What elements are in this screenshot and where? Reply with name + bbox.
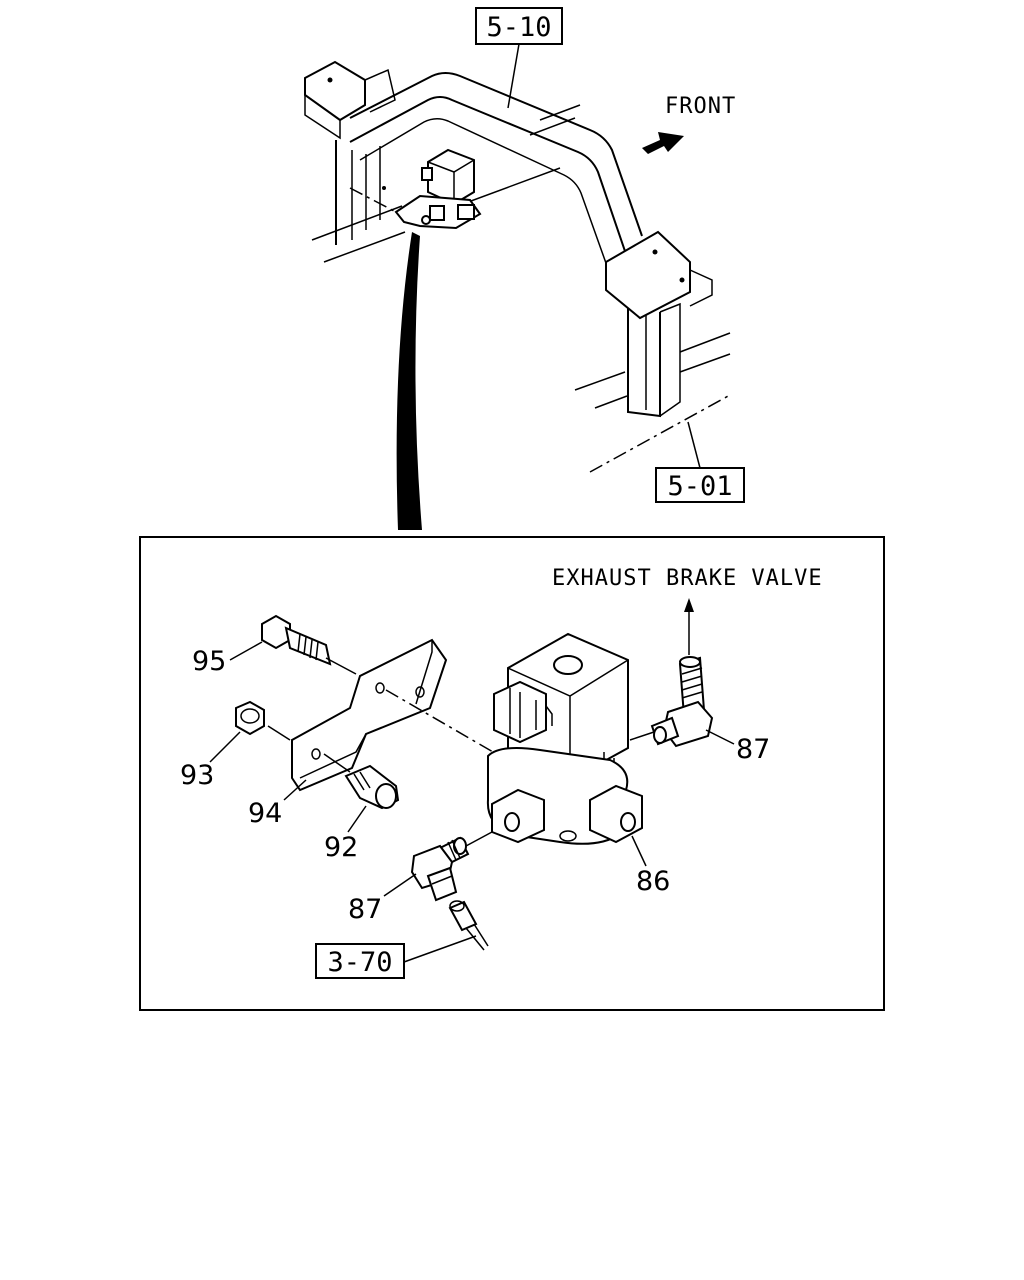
ref-5-10[interactable]: 5-10 — [475, 7, 563, 109]
exhaust-brake-valve-label: EXHAUST BRAKE VALVE — [552, 566, 823, 591]
ref-5-01[interactable]: 5-01 — [655, 421, 745, 503]
part-93-label: 93 — [180, 760, 214, 791]
frame-overview — [304, 60, 731, 530]
ref-5-10-label: 5-10 — [486, 12, 551, 43]
bracket-94[interactable]: 94 — [248, 638, 501, 829]
fitting-87-right[interactable]: 87 — [650, 656, 770, 765]
detail-leader — [396, 232, 422, 530]
bolt-95[interactable]: 95 — [192, 614, 357, 677]
part-92-label: 92 — [324, 832, 358, 863]
part-87-right-label: 87 — [736, 734, 770, 765]
detail-box — [139, 536, 885, 1011]
bolt-92[interactable]: 92 — [323, 753, 400, 863]
part-94-label: 94 — [248, 798, 282, 829]
part-95-label: 95 — [192, 646, 226, 677]
part-86-label: 86 — [636, 866, 670, 897]
exhaust-brake-valve[interactable] — [486, 632, 661, 845]
front-indicator: FRONT — [642, 94, 736, 154]
part-87-left-label: 87 — [348, 894, 382, 925]
ref-3-70[interactable]: 3-70 — [315, 935, 477, 979]
valve-thumbnail — [349, 148, 482, 230]
front-arrow-icon — [642, 132, 684, 154]
pipe-end — [448, 900, 489, 951]
up-arrow-icon — [684, 598, 694, 612]
ref-5-01-label: 5-01 — [667, 471, 732, 502]
front-label: FRONT — [665, 94, 736, 119]
nut-93[interactable]: 93 — [180, 700, 291, 791]
fitting-87-left[interactable]: 87 — [348, 831, 493, 925]
ref-3-70-label: 3-70 — [327, 947, 392, 978]
